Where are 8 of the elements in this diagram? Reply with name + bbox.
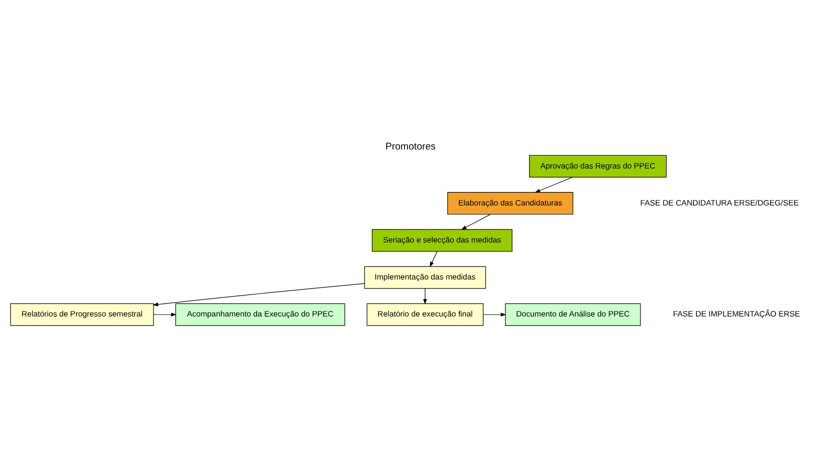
arrow <box>430 251 438 268</box>
diagram-title: Promotores <box>385 142 436 153</box>
arrow <box>534 176 573 193</box>
arrow <box>483 312 506 317</box>
arrow <box>460 214 491 230</box>
arrow <box>423 288 428 304</box>
arrow <box>153 312 177 317</box>
arrow <box>152 283 365 306</box>
